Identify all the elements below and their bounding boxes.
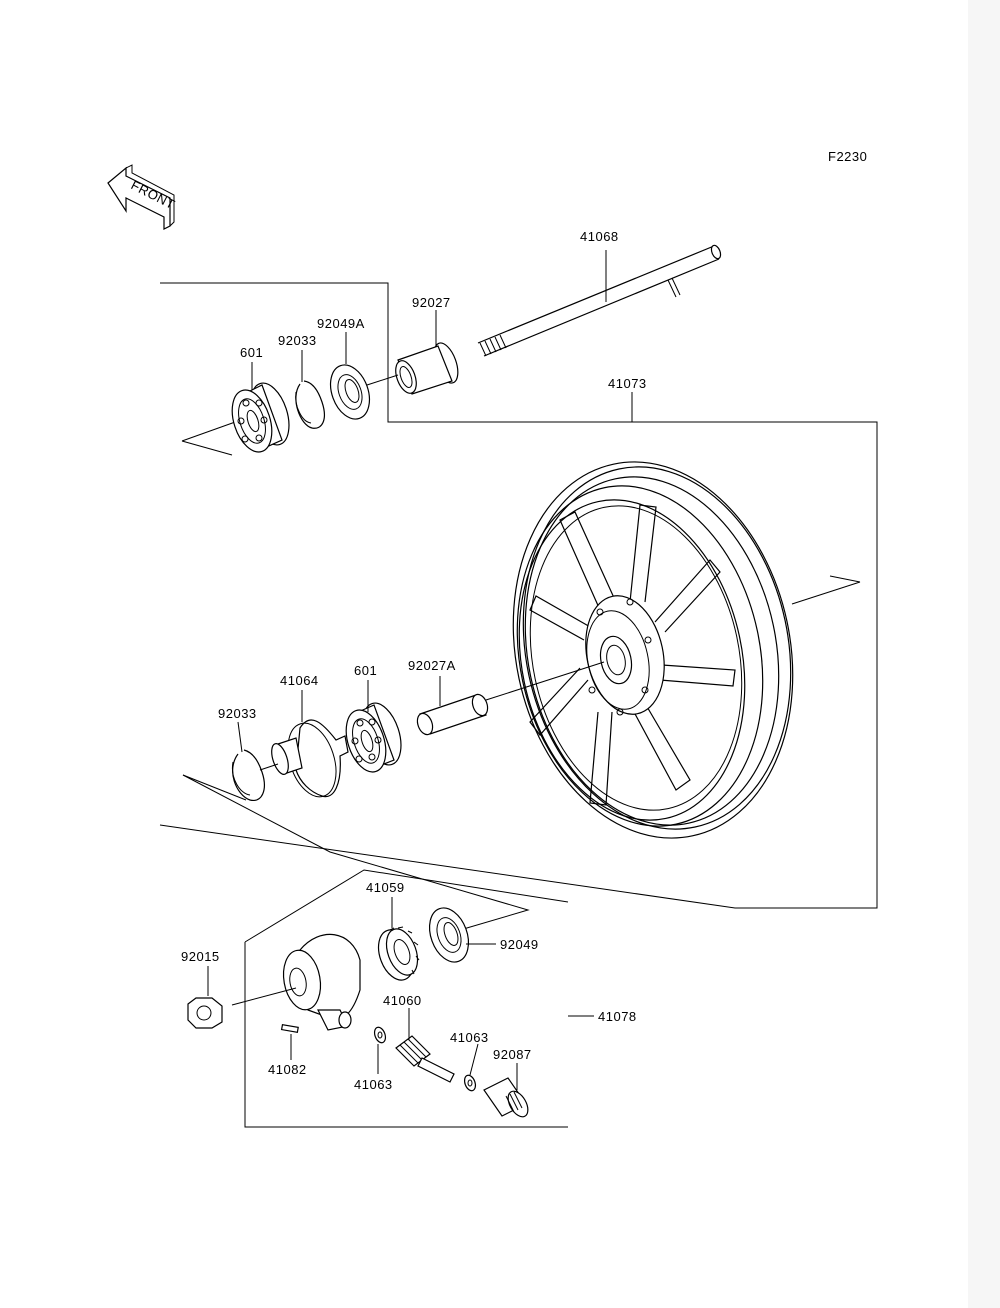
collar-92027A: [416, 661, 605, 736]
bushing-thread: [505, 1091, 523, 1113]
bearing-601-mid: [345, 680, 402, 773]
bushing-92087: [483, 1063, 529, 1118]
label-41068: 41068: [580, 229, 619, 244]
page-edge-strip: [968, 0, 1000, 1308]
label-41059: 41059: [366, 880, 405, 895]
front-arrow-icon: FRONT: [107, 164, 178, 230]
wheel-hub: [585, 595, 665, 716]
oil-seal-92049A: [329, 332, 371, 420]
meter-gear-housing: [231, 933, 361, 1031]
label-92015: 92015: [181, 949, 220, 964]
label-92027A: 92027A: [408, 658, 456, 673]
diagram-code: F2230: [828, 149, 867, 164]
label-41073: 41073: [608, 376, 647, 391]
label-92027: 92027: [412, 295, 451, 310]
label-92033-mid: 92033: [218, 706, 257, 721]
label-601-top: 601: [240, 345, 263, 360]
label-41082: 41082: [268, 1062, 307, 1077]
label-41063-left: 41063: [354, 1077, 393, 1092]
label-41078: 41078: [598, 1009, 637, 1024]
label-92033-top: 92033: [278, 333, 317, 348]
label-601-mid: 601: [354, 663, 377, 678]
label-92087: 92087: [493, 1047, 532, 1062]
coupling-41064: [259, 690, 349, 798]
washer-41063-left: [373, 1026, 387, 1074]
label-41060: 41060: [383, 993, 422, 1008]
bearing-601-top: [231, 362, 290, 453]
nut-92015: [187, 966, 223, 1029]
part-labels: 41068 92027 92049A 92033 601 41073 41064…: [181, 229, 647, 1092]
label-41064: 41064: [280, 673, 319, 688]
circlip-92033-top: [295, 350, 325, 429]
bearing-balls-top: [237, 399, 268, 443]
label-92049: 92049: [500, 937, 539, 952]
leader-41063-right: [469, 1043, 479, 1076]
gear-41059: [377, 897, 420, 981]
axle-41068: [477, 244, 722, 357]
bearing-balls-mid: [351, 718, 382, 763]
gear-teeth: [389, 926, 420, 975]
circlip-92033-mid: [231, 721, 265, 801]
pin-41082: [280, 1023, 299, 1060]
oil-seal-92049: [428, 907, 496, 963]
assembly-outline: [159, 282, 878, 1128]
label-92049A: 92049A: [317, 316, 365, 331]
collar-92027: [366, 310, 459, 395]
label-41063-right: 41063: [450, 1030, 489, 1045]
washer-41063-right: [463, 1074, 477, 1092]
pinion-gear-41060: [395, 1008, 455, 1083]
wheel-spokes: [529, 504, 736, 806]
pinion-teeth: [399, 1038, 427, 1064]
wheel-41073: [512, 392, 861, 839]
axle-thread: [479, 334, 507, 357]
